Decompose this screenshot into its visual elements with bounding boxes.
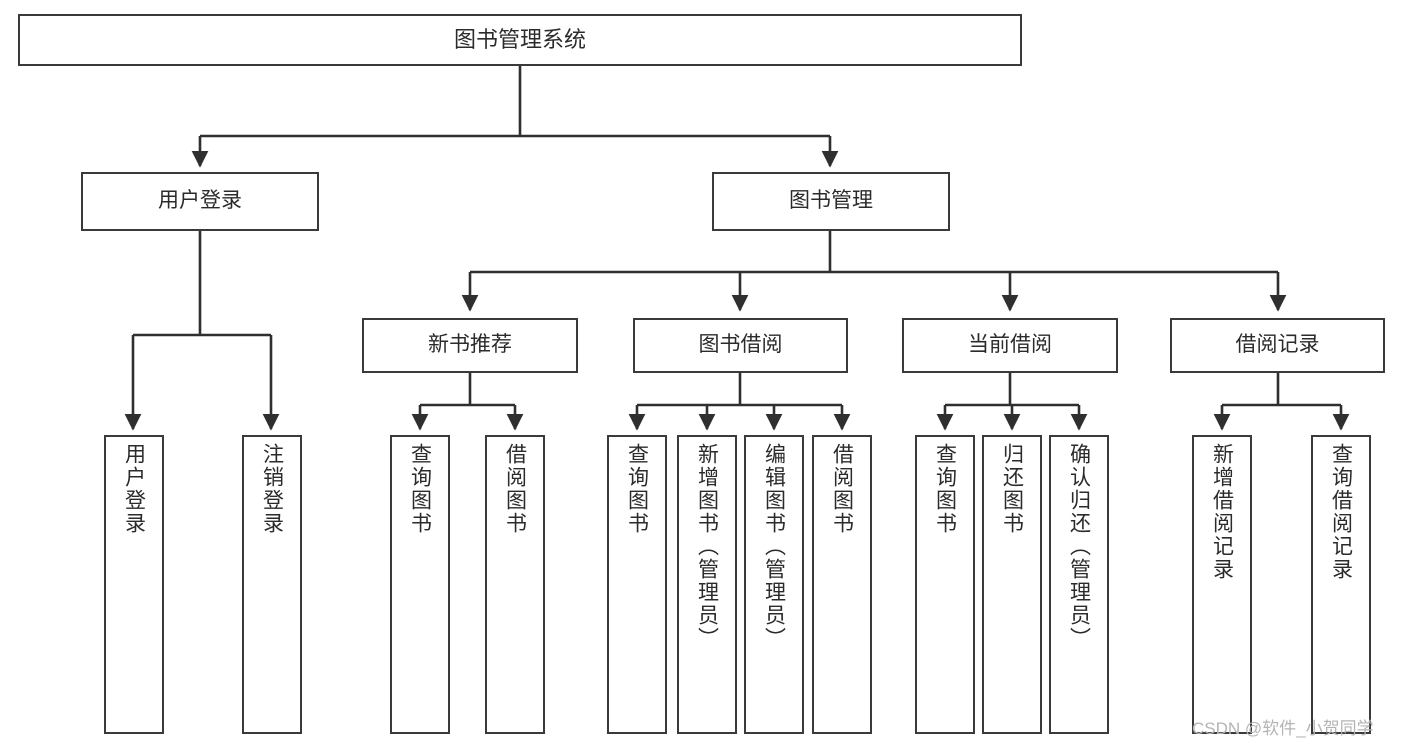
leaf-borrow-record-query[interactable]: 查询借阅记录 bbox=[1311, 435, 1371, 734]
node-label: 查询借阅记录 bbox=[1329, 443, 1353, 581]
node-label: 图书管理 bbox=[789, 189, 873, 213]
node-book-borrow[interactable]: 图书借阅 bbox=[633, 318, 848, 373]
node-label: 图书管理系统 bbox=[453, 27, 586, 53]
node-label: 图书借阅 bbox=[698, 333, 783, 357]
leaf-current-borrow-confirm-return[interactable]: 确认归还（管理员） bbox=[1049, 435, 1109, 734]
node-label: 借阅图书 bbox=[503, 443, 527, 535]
node-book-management[interactable]: 图书管理 bbox=[712, 172, 950, 231]
leaf-borrow-record-add[interactable]: 新增借阅记录 bbox=[1192, 435, 1252, 734]
node-label: 新书推荐 bbox=[428, 333, 512, 357]
node-root-book-management-system[interactable]: 图书管理系统 bbox=[18, 14, 1022, 66]
node-label: 借阅记录 bbox=[1235, 333, 1320, 357]
node-label: 查询图书 bbox=[933, 443, 957, 535]
node-label: 注销登录 bbox=[260, 443, 284, 535]
leaf-new-book-query[interactable]: 查询图书 bbox=[390, 435, 450, 734]
node-borrow-record[interactable]: 借阅记录 bbox=[1170, 318, 1385, 373]
node-label: 新增图书（管理员） bbox=[695, 443, 719, 650]
node-label: 当前借阅 bbox=[968, 333, 1052, 357]
leaf-book-borrow-edit[interactable]: 编辑图书（管理员） bbox=[744, 435, 804, 734]
leaf-book-borrow-add[interactable]: 新增图书（管理员） bbox=[677, 435, 737, 734]
leaf-current-borrow-return[interactable]: 归还图书 bbox=[982, 435, 1042, 734]
node-label: 确认归还（管理员） bbox=[1067, 443, 1091, 650]
node-label: 查询图书 bbox=[625, 443, 649, 535]
leaf-current-borrow-query[interactable]: 查询图书 bbox=[915, 435, 975, 734]
leaf-book-borrow-query[interactable]: 查询图书 bbox=[607, 435, 667, 734]
leaf-user-login-login[interactable]: 用户登录 bbox=[104, 435, 164, 734]
node-label: 归还图书 bbox=[1000, 443, 1024, 535]
node-user-login[interactable]: 用户登录 bbox=[81, 172, 319, 231]
node-label: 新增借阅记录 bbox=[1210, 443, 1234, 581]
node-current-borrow[interactable]: 当前借阅 bbox=[902, 318, 1118, 373]
leaf-book-borrow-borrow[interactable]: 借阅图书 bbox=[812, 435, 872, 734]
node-label: 查询图书 bbox=[408, 443, 432, 535]
node-label: 用户登录 bbox=[158, 189, 242, 213]
leaf-user-login-logout[interactable]: 注销登录 bbox=[242, 435, 302, 734]
node-label: 借阅图书 bbox=[830, 443, 854, 535]
leaf-new-book-borrow[interactable]: 借阅图书 bbox=[485, 435, 545, 734]
node-label: 用户登录 bbox=[122, 443, 146, 535]
node-label: 编辑图书（管理员） bbox=[762, 443, 786, 650]
node-new-book-recommend[interactable]: 新书推荐 bbox=[362, 318, 578, 373]
